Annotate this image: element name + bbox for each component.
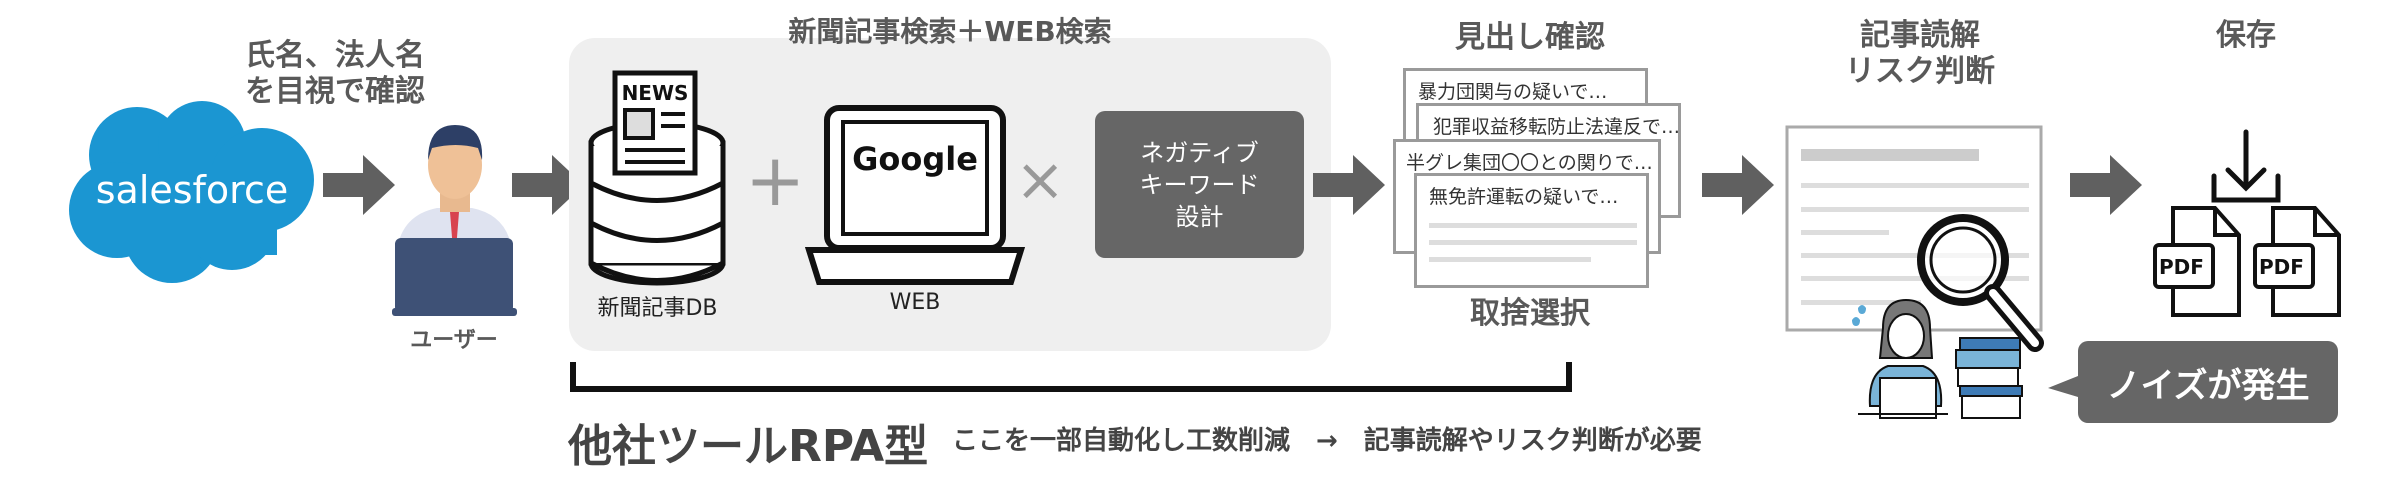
salesforce-logo-text: salesforce <box>96 168 289 212</box>
arrow-right-icon <box>512 155 584 215</box>
arrow-right-icon <box>1313 155 1385 215</box>
save-title: 保存 <box>2216 18 2276 53</box>
document-magnifier-icon <box>1785 125 2065 365</box>
user-label: ユーザー <box>410 328 498 353</box>
arrow-right-icon <box>1702 155 1774 215</box>
caption-visual-check: 氏名、法人名 を目視で確認 <box>245 38 425 109</box>
search-panel-title: 新聞記事検索＋WEB検索 <box>788 15 1112 48</box>
download-icon <box>2211 129 2281 203</box>
salesforce-logo: salesforce <box>62 95 322 285</box>
news-db-label: 新聞記事DB <box>597 296 718 321</box>
arrow-right-icon <box>2070 155 2142 215</box>
pdf-label: PDF <box>2259 255 2304 279</box>
times-icon: × <box>1015 145 1066 215</box>
news-database-icon: NEWS <box>585 68 730 288</box>
noise-callout: ノイズが発生 <box>2048 341 2338 423</box>
laptop-google-icon: Google <box>804 100 1026 290</box>
web-label: WEB <box>889 290 941 315</box>
pdf-file-icon: PDF <box>2253 205 2341 317</box>
worried-woman-illustration <box>1848 298 2038 423</box>
pdf-file-icon: PDF <box>2153 205 2241 317</box>
rpa-tool-title: 他社ツールRPA型 <box>568 421 929 472</box>
headline-card: 無免許運転の疑いで… <box>1414 173 1649 288</box>
rpa-scope-bracket <box>570 362 1572 392</box>
pdf-label: PDF <box>2159 255 2204 279</box>
selection-label: 取捨選択 <box>1470 296 1590 331</box>
news-icon-text: NEWS <box>622 81 689 105</box>
negative-keyword-box: ネガティブ キーワード 設計 <box>1095 111 1304 258</box>
headline-check-title: 見出し確認 <box>1455 20 1605 55</box>
reading-title: 記事読解 リスク判断 <box>1845 18 1995 89</box>
google-text: Google <box>852 140 978 178</box>
noise-label: ノイズが発生 <box>2078 341 2338 423</box>
rpa-note: ここを一部自動化し工数削減 → 記事読解やリスク判断が必要 <box>952 426 1702 456</box>
arrow-right-icon <box>323 155 395 215</box>
plus-icon: + <box>745 138 806 222</box>
user-illustration <box>392 120 517 320</box>
